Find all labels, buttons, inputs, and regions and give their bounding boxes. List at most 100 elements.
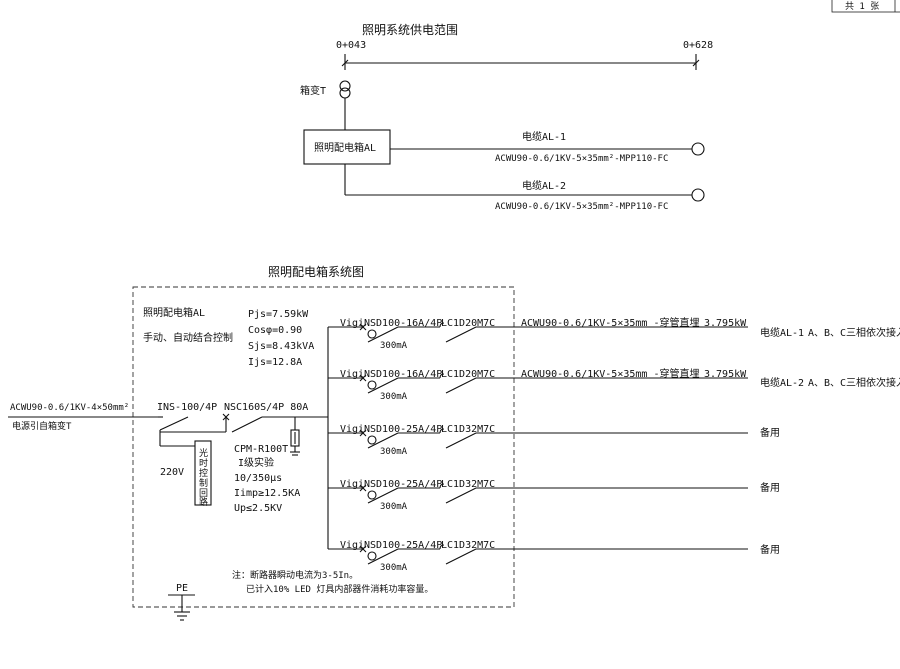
contactor-label: LC1D32M7C [441,424,495,435]
panel-system-diagram: 照明配电箱系统图 照明配电箱AL 手动、自动结合控制 Pjs=7.59kW Co… [8,264,900,621]
rcd-icon [367,329,377,339]
control-voltage: 220V [160,467,184,478]
control-loop-char: 时 [199,457,208,469]
outgoing-circuit-1: Vigi NSD100-16A/4P 300mA LC1D20M7C ACWU9… [328,316,900,351]
outgoing-circuit-2: Vigi NSD100-16A/4P 300mA LC1D20M7C ACWU9… [328,367,900,402]
vigi-label: Vigi [340,424,364,435]
main-breaker-icon [222,413,328,433]
breaker-label: NSD100-16A/4P [364,369,442,380]
contactor-icon [445,548,477,565]
contactor-label: LC1D32M7C [441,479,495,490]
breaker-icon [367,326,399,343]
incoming-cable: ACWU90-0.6/1KV-4×50mm² [10,403,129,413]
feeder-al1: 电缆AL-1 ACWU90-0.6/1KV-5×35mm²-MPP110-FC [390,130,705,164]
panel-system-title: 照明配电箱系统图 [268,264,364,279]
surge-protector-icon [290,417,300,456]
control-mode: 手动、自动结合控制 [143,331,233,344]
distribution-panel-label: 照明配电箱AL [314,141,376,154]
control-loop-char: 回 [199,488,208,499]
spd-spec: 10/350μs [234,473,282,484]
rcd-icon [367,435,377,445]
phase-note: A、B、C三相依次接入 [808,376,900,389]
chainage-start-label: 0+043 [336,40,366,51]
load-param: Cosφ=0.90 [248,325,302,336]
destination-label: 电缆AL-1 [760,326,804,339]
feeder-end-icon [691,188,705,202]
ground-icon [168,594,195,621]
transformer-symbol-icon [339,80,351,99]
supply-range-title: 照明系统供电范围 [362,23,458,37]
load-param: Ijs=12.8A [248,357,302,368]
contactor-icon [445,432,477,449]
destination-label: 备用 [760,543,780,556]
breaker-icon [367,548,399,565]
rcd-label: 300mA [380,502,408,512]
breaker-label: NSD100-25A/4P [364,424,442,435]
spd-spec: I级实验 [238,456,274,469]
destination-label: 备用 [760,426,780,439]
contactor-label: LC1D20M7C [441,369,495,380]
vigi-label: Vigi [340,540,364,551]
panel-name: 照明配电箱AL [143,306,205,319]
contactor-icon [445,326,477,343]
main-switch-icon [158,416,226,433]
outgoing-circuit-4: Vigi NSD100-25A/4P 300mA LC1D32M7C 备用 [328,479,780,512]
destination-label: 备用 [760,481,780,494]
control-loop-char: 光 [199,447,208,459]
distribution-panel-box [303,129,391,165]
cable-label: ACWU90-0.6/1KV-5×35mm -穿管直埋 [521,367,699,380]
vigi-label: Vigi [340,369,364,380]
feeder-end-icon [691,142,705,156]
feeder-name: 电缆AL-2 [522,179,566,192]
spd-spec: Iimp≥12.5KA [234,488,300,499]
breaker-icon [367,432,399,449]
contactor-icon [445,377,477,394]
contactor-label: LC1D20M7C [441,318,495,329]
control-loop-char: 路 [199,496,208,508]
rcd-label: 300mA [380,563,408,573]
feeder-al2: 电缆AL-2 ACWU90-0.6/1KV-5×35mm²-MPP110-FC [344,164,705,212]
power-label: 3.795kW [704,369,747,380]
feeder-cable: ACWU90-0.6/1KV-5×35mm²-MPP110-FC [495,202,668,212]
supply-range-diagram: 照明系统供电范围 0+043 0+628 箱变T 照明配电箱AL 电缆AL-1 … [300,23,713,212]
spd-spec: Up≤2.5KV [234,503,282,514]
power-label: 3.795kW [704,318,747,329]
rcd-icon [367,551,377,561]
note-line: 已计入10% LED 灯具内部器件消耗功率容量。 [246,583,433,595]
breaker-icon [367,487,399,504]
control-loop-char: 制 [199,477,208,489]
spd-spec: CPM-R100T [234,444,288,455]
panel-enclosure-boundary [132,286,515,608]
breaker-label: NSD100-25A/4P [364,540,442,551]
spd-specs: CPM-R100T I级实验 10/350μs Iimp≥12.5KA Up≤2… [234,444,300,514]
phase-note: A、B、C三相依次接入 [808,326,900,339]
feeder-cable: ACWU90-0.6/1KV-5×35mm²-MPP110-FC [495,154,668,164]
control-loop-char: 控 [199,467,208,479]
rcd-label: 300mA [380,447,408,457]
main-breaker-label: NSC160S/4P 80A [224,402,308,413]
transformer-label: 箱变T [300,84,326,97]
destination-label: 电缆AL-2 [760,376,804,389]
sheet-count-box: 共 1 张 [831,0,900,13]
load-param: Sjs=8.43kVA [248,341,314,352]
incoming-source: 电源引自箱变T [12,420,72,432]
control-loop-box: 光 时 控 制 回 路 [194,440,212,508]
contactor-label: LC1D32M7C [441,540,495,551]
outgoing-circuit-5: Vigi NSD100-25A/4P 300mA LC1D32M7C 备用 [328,540,780,573]
load-params: Pjs=7.59kW Cosφ=0.90 Sjs=8.43kVA Ijs=12.… [248,309,314,368]
pe-label: PE [176,583,188,594]
feeder-name: 电缆AL-1 [522,130,566,143]
vigi-label: Vigi [340,479,364,490]
chainage-end-label: 0+628 [683,40,713,51]
breaker-label: NSD100-25A/4P [364,479,442,490]
rcd-label: 300mA [380,341,408,351]
vigi-label: Vigi [340,318,364,329]
breaker-icon [367,377,399,394]
note-line: 注：断路器瞬动电流为3-5In。 [232,569,358,581]
sheet-count-text: 共 1 张 [845,1,879,12]
contactor-icon [445,487,477,504]
rcd-icon [367,380,377,390]
cable-label: ACWU90-0.6/1KV-5×35mm -穿管直埋 [521,316,699,329]
outgoing-circuit-3: Vigi NSD100-25A/4P 300mA LC1D32M7C 备用 [328,424,780,457]
